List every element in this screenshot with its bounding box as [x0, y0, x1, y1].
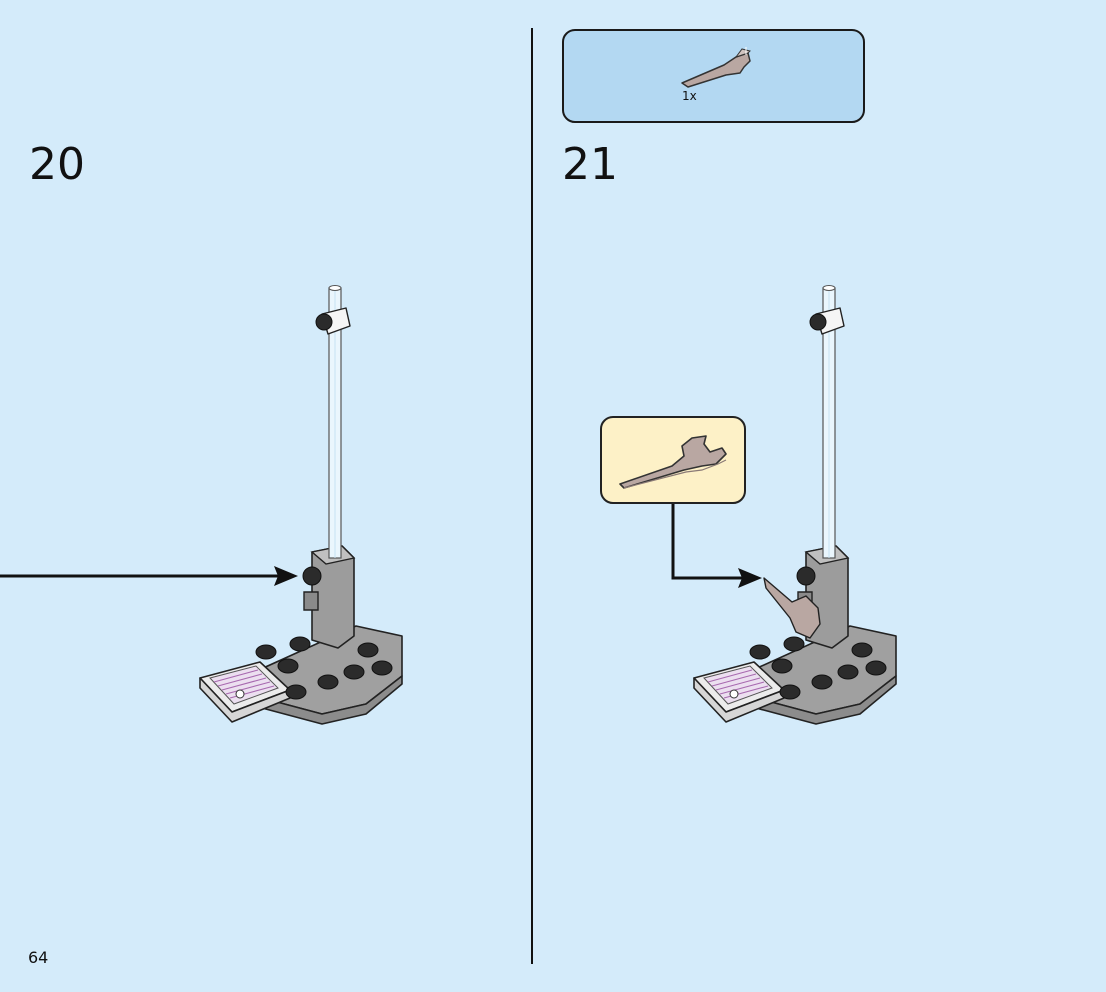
arrow-icon	[0, 566, 298, 586]
wrench-callout-icon	[619, 435, 727, 489]
wrench-callout	[600, 416, 746, 504]
callout-arrow-icon	[671, 504, 762, 588]
wrench-part-icon	[681, 47, 751, 88]
step-20-stand	[199, 284, 403, 725]
step-divider	[531, 28, 533, 964]
step-20-number: 20	[29, 139, 85, 190]
parts-list-box: 1x	[562, 29, 865, 123]
step-21-stand	[693, 284, 897, 725]
page-number: 64	[28, 948, 49, 967]
part-quantity: 1x	[682, 89, 697, 103]
step-21-number: 21	[562, 139, 618, 190]
